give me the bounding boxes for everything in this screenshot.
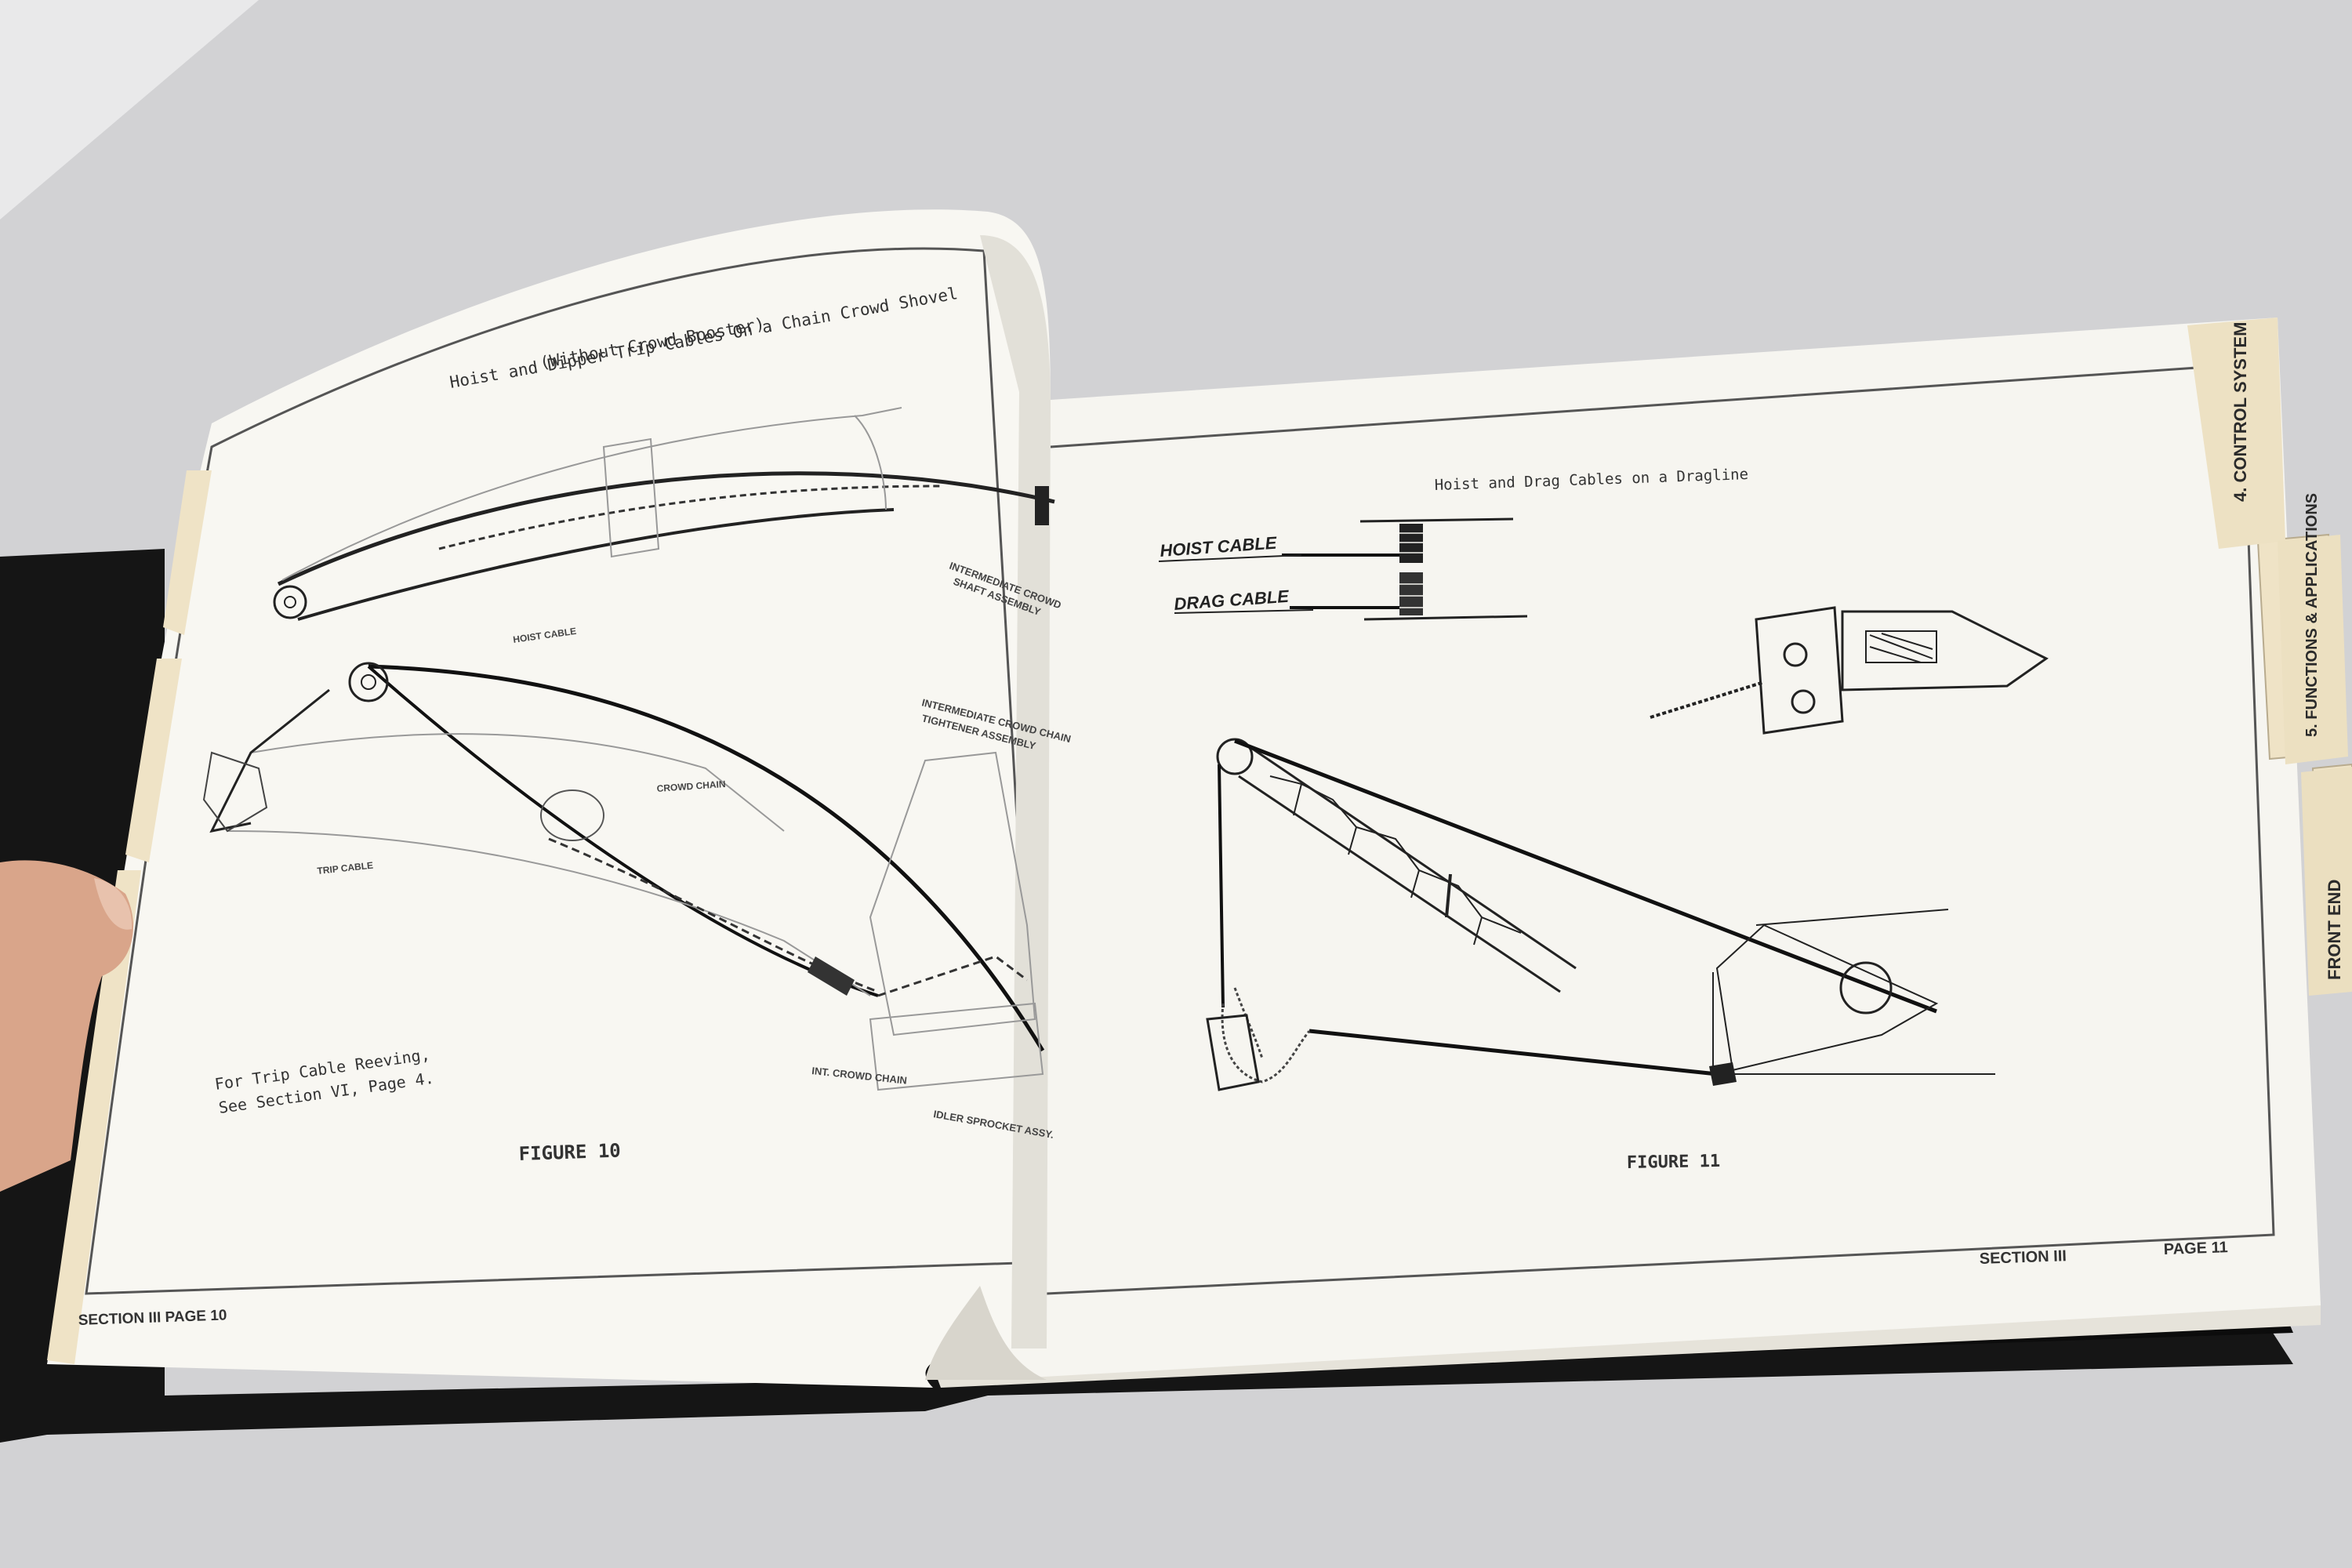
boom-main-line (367, 665, 879, 997)
dragline (1206, 738, 1995, 1091)
crowd-chain-lower (877, 955, 1028, 997)
figure-10-caption: FIGURE 10 (518, 1139, 621, 1165)
hoist-cable-line (368, 664, 1045, 1052)
drag-line-right (1308, 1029, 1718, 1076)
boom-bottom-chord (1238, 775, 1561, 993)
left-tab-middle (125, 659, 182, 862)
tightener (808, 956, 855, 996)
upper-boom-top (277, 471, 1055, 586)
boom-lacing-2 (1293, 783, 1483, 946)
tab-label-front-end[interactable]: FRONT END (2325, 880, 2344, 980)
drag-cable-underline (1174, 609, 1314, 614)
hoist-line-right (1234, 739, 1937, 1014)
left-tab-top (163, 470, 212, 635)
upper-boom-box (602, 437, 660, 558)
bucket-detail-cable (1650, 681, 1765, 719)
upper-boom-sheave (273, 585, 307, 619)
hoist-drop-line (1218, 764, 1225, 1008)
machinery-house (869, 751, 1036, 1036)
tab-low-block (2301, 767, 2352, 996)
right-index-tabs: 4. CONTROL SYSTEM 5. FUNCTIONS & APPLICA… (2187, 318, 2352, 996)
boom-point-hub (361, 674, 376, 690)
machinery-base (869, 1002, 1044, 1091)
bucket-detail (1650, 606, 2049, 735)
bucket-detail-insert (1865, 630, 1937, 663)
thumbnail (94, 878, 132, 930)
binder-cover (0, 549, 2293, 1443)
boom-upper-chord (250, 733, 785, 832)
figure-11-caption: FIGURE 11 (1627, 1152, 1721, 1173)
right-page (988, 318, 2321, 1380)
bucket-detail-body (1841, 610, 2049, 691)
boom-point-sheave-right (1216, 738, 1254, 775)
tab-label-control-system[interactable]: 4. CONTROL SYSTEM (2230, 322, 2250, 502)
bucket-detail-sheave-b (1791, 689, 1816, 714)
upper-boom-drum (1035, 486, 1049, 525)
fairlead-block (1709, 1062, 1737, 1086)
hoist-cable-underline (1158, 554, 1302, 562)
drum-flange-bottom (1363, 615, 1528, 621)
left-tab-bottom (47, 870, 141, 1364)
bucket-detail-sheave-a (1783, 642, 1808, 667)
upper-boom-gantry (854, 415, 887, 510)
upper-boom-outline (281, 407, 902, 581)
upper-boom-bottom (297, 508, 895, 621)
dragline-drum (1839, 961, 1893, 1014)
upper-boom-sheave-hub (284, 596, 296, 608)
right-page-border (1046, 363, 2275, 1295)
boom-point-sheave (348, 662, 389, 702)
dipper-bucket (202, 751, 268, 833)
dragline-house (1715, 924, 1939, 1072)
tab-top-block (2187, 318, 2285, 549)
drag-drum-wraps (1399, 572, 1423, 615)
boom-lower-chord (227, 830, 871, 996)
dragline-top-rail (1755, 909, 1949, 926)
boom-lacing (1269, 775, 1522, 934)
boom-splice (1445, 873, 1452, 918)
page-fore-edge (925, 1286, 1047, 1380)
bucket-detail-hatch (1869, 633, 1933, 663)
boom-top-chord (1246, 743, 1577, 970)
hand (0, 860, 133, 1192)
tab-label-functions[interactable]: 5. FUNCTIONS & APPLICATIONS (2303, 493, 2321, 737)
tab-mid-block (2278, 535, 2348, 764)
bucket-detail-frame (1755, 606, 1844, 735)
bucket-chains (1221, 987, 1311, 1083)
upper-boom-chain (438, 485, 942, 550)
dipper-stick (209, 688, 330, 833)
label-crowd-chain: CROWD CHAIN (656, 779, 726, 794)
drum-flange-top (1359, 517, 1514, 523)
table-edge-light (0, 0, 259, 220)
hoist-drum-wraps (1399, 524, 1423, 563)
dragline-bucket (1206, 1014, 1260, 1091)
right-footer-page: PAGE 11 (2163, 1239, 2228, 1258)
right-footer-section: SECTION III (1979, 1247, 2067, 1268)
drum-wrap-lines (1399, 532, 1423, 608)
boom-pipe (540, 789, 604, 841)
left-page-gutter-shadow (980, 235, 1051, 1348)
